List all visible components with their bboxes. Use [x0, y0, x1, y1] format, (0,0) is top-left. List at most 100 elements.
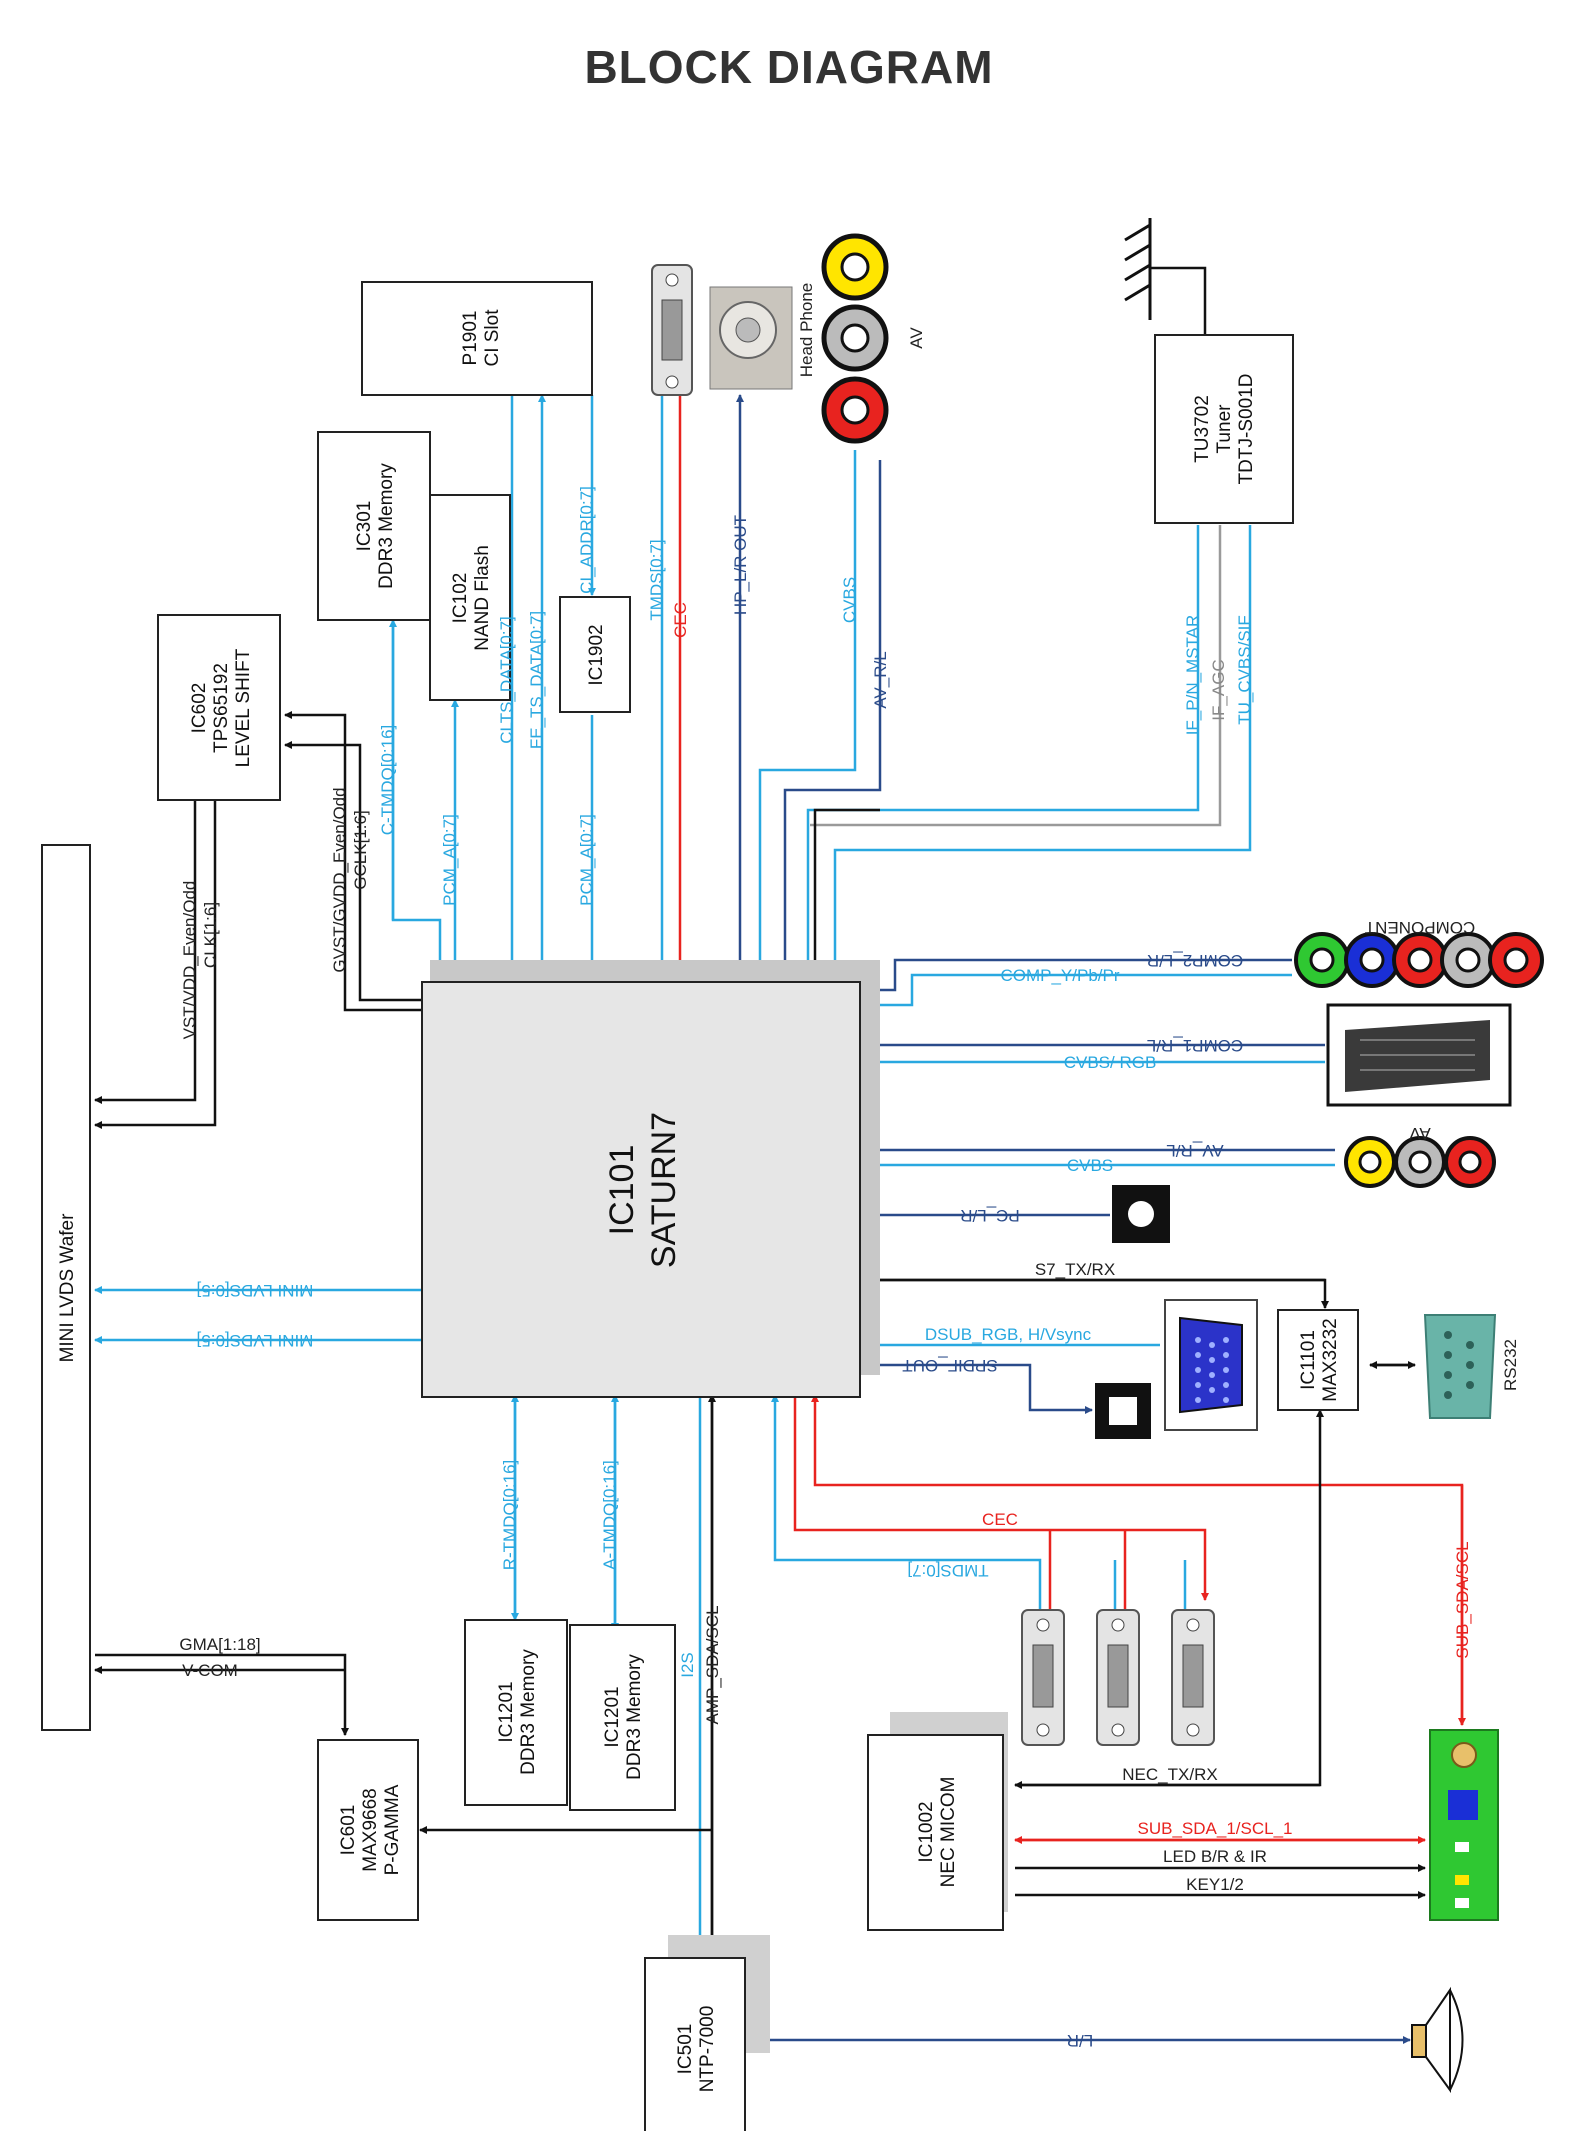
ddr3-1201a-block: IC1201 DDR3 Memory	[464, 1619, 568, 1806]
component-label: COMPONENT	[1365, 918, 1476, 937]
sub-sda1-label: SUB_SDA_1/SCL_1	[1138, 1819, 1293, 1838]
saturn-block: IC101 SATURN7	[421, 960, 880, 1398]
mini-lvds-1-label: MINI LVDS[0:5]	[197, 1281, 314, 1300]
if-p-label: IF_P/N_MSTAR	[1183, 615, 1202, 736]
comp1-lr-label: COMP1_R/L	[1147, 1036, 1243, 1055]
saturn-label-2: SATURN7	[645, 1112, 683, 1268]
hp-lr-out-label: HP_L/R OUT	[731, 515, 750, 615]
nand-label-1: IC102	[450, 573, 471, 624]
mini-lvds-wafer-label: MINI LVDS Wafer	[57, 1213, 78, 1363]
ci-addr-label: CI_ADDR[0:7]	[577, 486, 596, 594]
clk-label: CLK[1:6]	[201, 902, 220, 968]
amp-block: IC501 NTP-7000	[644, 1935, 770, 2131]
r-tmdq-label: R-TMDQ[0:16]	[500, 1460, 519, 1571]
pc-audio-jack-icon	[1112, 1185, 1170, 1243]
pcm-a-left-label: PCM_A[0:7]	[440, 814, 459, 906]
ci-slot-label-1: P1901	[460, 311, 481, 366]
tuner-block: TU3702 Tuner TDTJ-S001D	[1154, 334, 1294, 524]
sub-sda-scl-label: SUB_SDA/SCL	[1453, 1541, 1472, 1658]
key-label: KEY1/2	[1186, 1875, 1244, 1894]
pgamma-label-2: MAX9668	[360, 1788, 381, 1871]
a-tmdq-label: A-TMDQ[0:16]	[600, 1460, 619, 1570]
ic1902-block: IC1902	[559, 596, 631, 713]
av-jacks-top-icon	[821, 233, 889, 444]
pc-lr-label: PC_L/R	[960, 1206, 1020, 1225]
ddr3-1201b-label-2: DDR3 Memory	[624, 1654, 645, 1780]
level-shift-label-1: IC602	[189, 683, 210, 734]
antenna-icon	[1124, 218, 1152, 320]
ddr3-1201a-label-2: DDR3 Memory	[518, 1649, 539, 1775]
max3232-label-2: MAX3232	[1320, 1318, 1341, 1401]
c-tmdq-label: C-TMDQ[0:16]	[378, 725, 397, 836]
av-jacks-right-icon	[1344, 1136, 1496, 1188]
vcom-label: V-COM	[182, 1661, 238, 1680]
clts-data-label: CLTS_DATA[0:7]	[497, 616, 516, 744]
amp-label-2: NTP-7000	[697, 2006, 718, 2093]
comp2-lr-label: COMP2_L/R	[1147, 951, 1243, 970]
rs232-port-icon	[1423, 1314, 1497, 1419]
pgamma-block: IC601 MAX9668 P-GAMMA	[317, 1739, 419, 1921]
cvbs-right-label: CVBS	[1067, 1156, 1113, 1175]
nec-txrx-label: NEC_TX/RX	[1122, 1765, 1217, 1784]
gclk-label: GCLK[1:6]	[351, 810, 370, 889]
ddr3-301-label-1: IC301	[354, 501, 375, 552]
av-top-label: AV	[907, 327, 926, 349]
led-label: LED B/R & IR	[1163, 1847, 1267, 1866]
i2s-label: I2S	[678, 1652, 697, 1678]
headphone-jack-icon	[709, 286, 793, 390]
amp-sda-label: AMP_SDA/SCL	[703, 1605, 722, 1724]
tuner-label-2: Tuner	[1214, 404, 1235, 454]
tuner-label-1: TU3702	[1192, 395, 1213, 463]
micom-block: IC1002 NEC MICOM	[867, 1712, 1008, 1931]
component-jacks-icon	[1294, 932, 1544, 988]
nand-label-2: NAND Flash	[472, 545, 493, 651]
micom-label-1: IC1002	[916, 1801, 937, 1862]
if-agc-label: IF_AGC	[1209, 659, 1228, 720]
ci-slot-block: P1901 CI Slot	[361, 281, 593, 396]
speaker-icon	[1411, 1986, 1464, 2094]
ddr3-1201a-label-1: IC1201	[496, 1681, 517, 1742]
level-shift-label-2: TPS65192	[211, 663, 232, 753]
front-board-icon	[1429, 1729, 1499, 1921]
cvbs-top-label: CVBS	[840, 577, 859, 623]
spdif-port-icon	[1095, 1383, 1151, 1439]
vga-port-icon	[1164, 1299, 1258, 1431]
pgamma-label-1: IC601	[338, 1805, 359, 1856]
dsub-label: DSUB_RGB, H/Vsync	[925, 1325, 1092, 1344]
av-right-label: AV	[1409, 1124, 1431, 1143]
comp-ypbpr-label: COMP_Y/Pb/Pr	[1000, 966, 1119, 985]
ic1902-label: IC1902	[586, 624, 607, 685]
level-shift-block: IC602 TPS65192 LEVEL SHIFT	[157, 614, 281, 801]
ddr3-1201b-label-1: IC1201	[602, 1686, 623, 1747]
saturn-label-1: IC101	[603, 1145, 641, 1236]
amp-label-1: IC501	[675, 2024, 696, 2075]
pcm-a-right-label: PCM_A[0:7]	[577, 814, 596, 906]
gma-label: GMA[1:18]	[179, 1635, 260, 1654]
av-lr-label: AV_R/L	[871, 651, 890, 708]
av-rl-right-label: AV_R/L	[1166, 1141, 1223, 1160]
mini-lvds-wafer-block: MINI LVDS Wafer	[41, 844, 91, 1731]
rs232-label: RS232	[1501, 1339, 1520, 1391]
max3232-label-1: IC1101	[1298, 1330, 1319, 1390]
nand-block: IC102 NAND Flash	[429, 494, 511, 701]
lr-bottom-label: L/R	[1067, 2031, 1093, 2050]
tmds-bottom-label: TMDS[0:7]	[907, 1561, 988, 1580]
cec-bottom-label: CEC	[982, 1510, 1018, 1529]
page-title: BLOCK DIAGRAM	[584, 41, 994, 93]
cvbs-rgb-label: CVBS/ RGB	[1064, 1053, 1157, 1072]
level-shift-label-3: LEVEL SHIFT	[233, 648, 254, 767]
tmds-top-label: TMDS[0:7]	[647, 539, 666, 620]
hdmi-port-top-icon	[651, 264, 693, 396]
ddr3-1201b-block: IC1201 DDR3 Memory	[569, 1624, 676, 1811]
s7-txrx-label: S7_TX/RX	[1035, 1260, 1115, 1279]
fe-ts-data-label: FE_TS_DATA[0:7]	[527, 611, 546, 749]
head-phone-label: Head Phone	[797, 283, 816, 378]
tu-cvbs-label: TU_CVBS/SIF	[1235, 615, 1254, 725]
vst-label: VST/VDD_Even/Odd	[180, 881, 199, 1040]
gvst-label: GVST/GVDD_Even/Odd	[330, 787, 349, 972]
hdmi-ports-bottom-icon	[1021, 1609, 1215, 1746]
ddr3-301-block: IC301 DDR3 Memory	[317, 431, 431, 621]
tuner-label-3: TDTJ-S001D	[1236, 374, 1257, 485]
spdif-label: SPDIF_OUT	[902, 1356, 997, 1375]
